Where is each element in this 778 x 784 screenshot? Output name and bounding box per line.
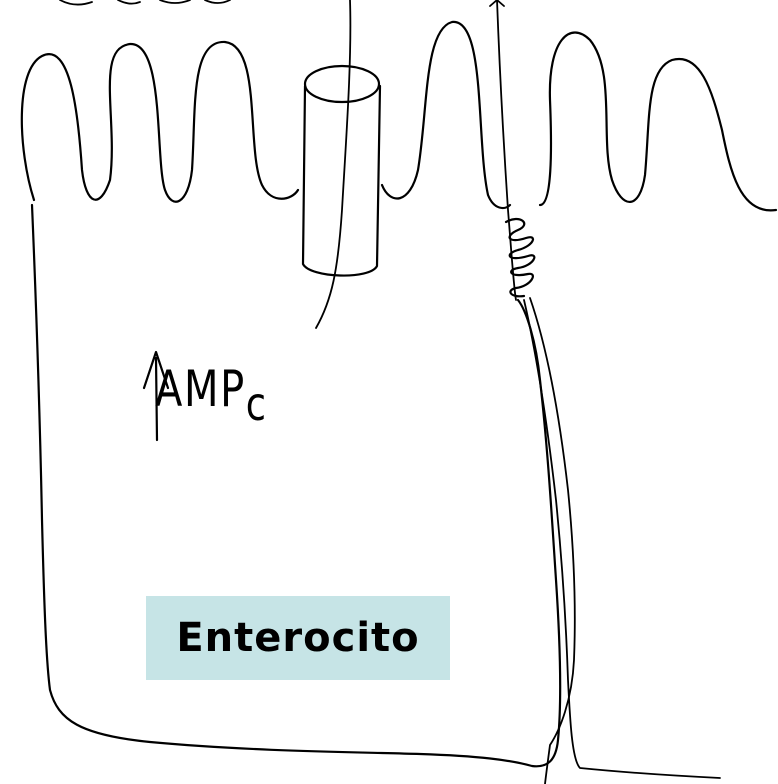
junction-fiber	[497, 0, 516, 300]
enterocito-label: Enterocito	[176, 615, 419, 661]
amp-c-annotation: AMPc	[155, 360, 268, 418]
cell-left-wall	[32, 205, 560, 766]
top-scribble	[60, 0, 230, 5]
amp-subscript: c	[246, 377, 268, 431]
enterocito-label-box: Enterocito	[146, 596, 450, 680]
membrane-channel	[303, 66, 380, 276]
microvilli-outline	[22, 22, 776, 210]
channel-fiber	[316, 0, 350, 328]
amp-text: AMP	[155, 360, 246, 418]
